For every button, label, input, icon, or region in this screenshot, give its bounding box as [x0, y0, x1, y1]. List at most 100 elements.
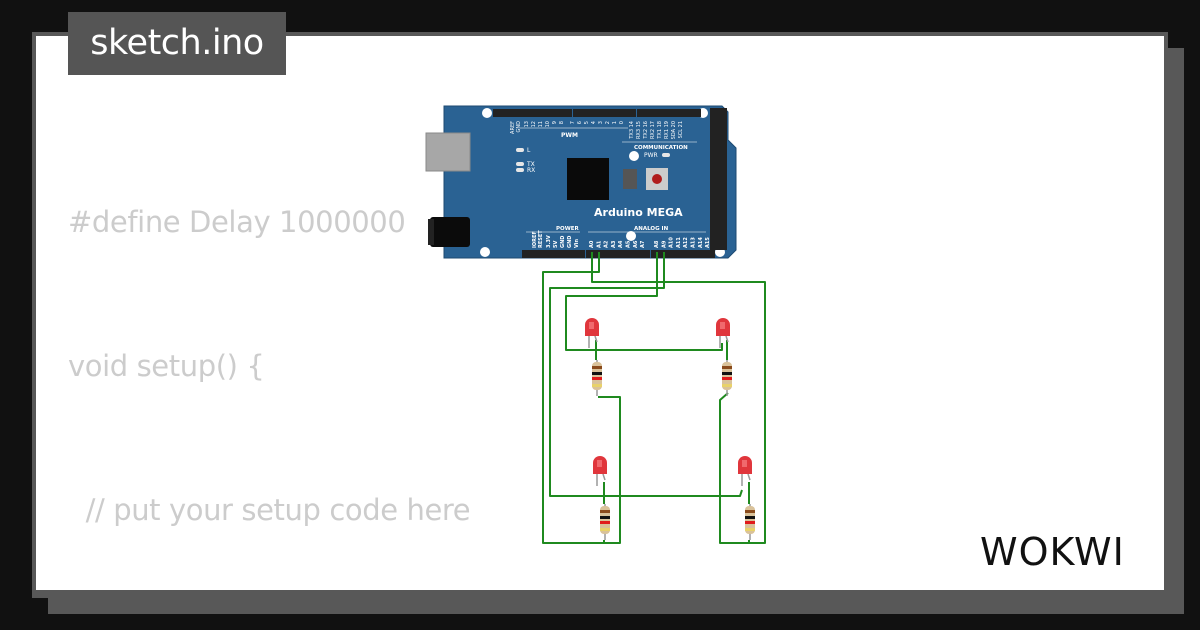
- digital-header-2: [573, 109, 636, 117]
- pin-label: GND: [560, 236, 566, 248]
- led-2[interactable]: [716, 318, 730, 348]
- resistor-band: [745, 528, 755, 531]
- pin-label: 12: [531, 121, 537, 127]
- mounting-hole: [626, 231, 636, 241]
- resistor-band: [745, 516, 755, 519]
- pin-label: 11: [538, 121, 544, 127]
- wire-a8[interactable]: [565, 252, 723, 351]
- led-1[interactable]: [585, 318, 599, 348]
- pin-label: A3: [611, 240, 617, 248]
- resistor-band: [600, 521, 610, 524]
- components: [585, 318, 755, 540]
- resistor-band: [722, 384, 732, 387]
- reset-button-cap[interactable]: [652, 174, 662, 184]
- code-line: // put your setup code here: [68, 493, 471, 527]
- pin-label: A9: [661, 240, 667, 248]
- analog-header-2: [651, 250, 715, 258]
- pin-label: AREF: [510, 121, 516, 134]
- analog-header-1: [586, 250, 650, 258]
- led-anode-leg: [725, 335, 729, 343]
- label-rx: RX: [527, 167, 535, 174]
- pin-label: A12: [683, 237, 689, 248]
- led-pwr-indicator: [662, 153, 670, 157]
- pin-label: A15: [705, 237, 711, 248]
- board-name: Arduino MEGA: [594, 206, 683, 219]
- label-tx: TX: [526, 161, 535, 168]
- led-anode-leg: [747, 473, 751, 481]
- pin-label: GND: [567, 236, 573, 248]
- label-communication: COMMUNICATION: [634, 145, 688, 151]
- resistor-band: [600, 510, 610, 513]
- pin-label: 2: [605, 121, 611, 124]
- resistor-band: [592, 366, 602, 369]
- wokwi-logo-text: WOKWI: [980, 530, 1125, 574]
- power-jack: [430, 217, 470, 247]
- wire-a1[interactable]: [542, 252, 621, 544]
- led-highlight: [597, 460, 602, 467]
- pin-label: 5V: [553, 241, 559, 248]
- pin-label: GND: [516, 121, 522, 133]
- arduino-mega-board[interactable]: L TX RX PWR PWM COMMUNICATION Arduino ME…: [425, 105, 737, 259]
- pin-label: RX1 19: [664, 121, 670, 139]
- led-l-indicator: [516, 148, 524, 152]
- pin-label: 9: [552, 121, 558, 124]
- pin-label: A2: [604, 240, 610, 248]
- led-highlight: [742, 460, 747, 467]
- pin-label: 7: [570, 121, 576, 124]
- led-highlight: [720, 322, 725, 329]
- resistor-band: [722, 377, 732, 380]
- led-4[interactable]: [738, 456, 752, 486]
- pin-label: RX2 17: [650, 121, 656, 139]
- resistor-band: [745, 510, 755, 513]
- resistor-band: [600, 516, 610, 519]
- pin-label: 6: [577, 121, 583, 124]
- resistor-band: [722, 366, 732, 369]
- resistor-band: [745, 521, 755, 524]
- resistor-3[interactable]: [600, 504, 610, 540]
- pin-label: TX3 14: [629, 121, 635, 140]
- code-line: #define Delay 1000000: [68, 205, 406, 239]
- pin-label: A0: [589, 240, 595, 248]
- mounting-hole: [480, 247, 490, 257]
- preview-canvas: #define Delay 1000000 void setup() { // …: [36, 36, 1164, 590]
- pin-label: A11: [676, 237, 682, 248]
- wire-a0[interactable]: [591, 252, 766, 544]
- led-anode-leg: [602, 473, 606, 481]
- resistor-band: [592, 372, 602, 375]
- pin-label: 1: [612, 121, 618, 124]
- resistor-1[interactable]: [592, 360, 602, 396]
- pin-label: SDA 20: [671, 121, 677, 139]
- label-l: L: [527, 147, 531, 154]
- code-line: void setup() {: [68, 349, 265, 383]
- led-tx-indicator: [516, 162, 524, 166]
- resistor-4[interactable]: [745, 504, 755, 540]
- usb-connector: [425, 132, 471, 172]
- label-pwr: PWR: [644, 152, 658, 159]
- led-3[interactable]: [593, 456, 607, 486]
- pin-label: IOREF: [532, 231, 538, 248]
- pin-label: SCL 21: [678, 121, 684, 138]
- microcontroller-chip: [567, 158, 609, 200]
- file-name-tab: sketch.ino: [68, 12, 286, 75]
- wires: [542, 252, 766, 544]
- pin-label: 5: [584, 121, 590, 124]
- right-header: [710, 108, 727, 250]
- pin-label: A7: [640, 240, 646, 248]
- pin-label: 10: [545, 121, 551, 127]
- pin-label: A10: [669, 237, 675, 248]
- label-analog-in: ANALOG IN: [634, 226, 669, 232]
- wire-a9[interactable]: [549, 252, 743, 497]
- pin-label: 8: [559, 121, 565, 124]
- pin-label: A5: [626, 240, 632, 248]
- pin-label: 3.3V: [546, 235, 552, 248]
- resistor-band: [600, 528, 610, 531]
- resistor-band: [592, 377, 602, 380]
- code-preview: #define Delay 1000000 void setup() { // …: [68, 102, 471, 590]
- resistor-band: [722, 372, 732, 375]
- pin-label: A1: [596, 240, 602, 248]
- digital-header-1: [493, 109, 572, 117]
- power-jack-rim: [428, 219, 434, 245]
- resistor-2[interactable]: [722, 360, 732, 396]
